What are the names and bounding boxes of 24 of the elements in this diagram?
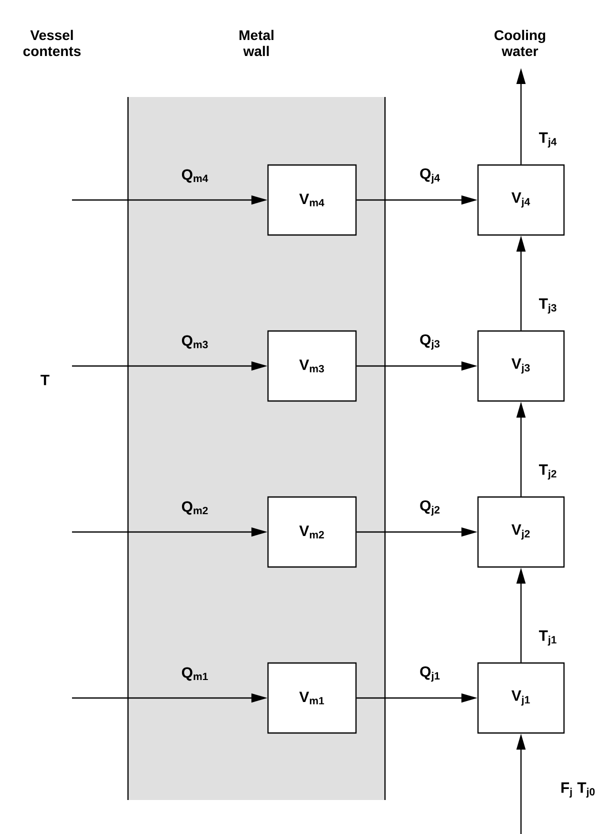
heading: Cooling water [494,30,546,56]
edge-label: Q$_{m2}$ [182,501,208,515]
volume-box: V$_{j3}$ [477,330,565,402]
volume-box: V$_{m4}$ [267,164,357,236]
heading: Vessel contents [23,30,81,56]
volume-box: V$_{j2}$ [477,496,565,568]
edge-label: Q$_{j2}$ [420,500,440,516]
volume-box: V$_{j1}$ [477,662,565,734]
edge-label: Q$_{m1}$ [182,667,208,681]
edge-label: Q$_{m3}$ [182,335,208,349]
edge-label: T$_{j3}$ [538,298,556,314]
edge-label: Q$_{m4}$ [182,169,208,183]
edge-label: Q$_{j3}$ [420,334,440,350]
edge-label: T$_{j1}$ [538,630,556,646]
temperature-label: T [40,374,50,386]
edge-label: Q$_{j4}$ [420,168,440,184]
volume-box: V$_{j4}$ [477,164,565,236]
volume-box: V$_{m2}$ [267,496,357,568]
volume-box: V$_{m1}$ [267,662,357,734]
edge-label: T$_{j4}$ [538,132,557,148]
edge-label: F$_{j}$ T$_{j0}$ [561,782,595,798]
volume-box: V$_{m3}$ [267,330,357,402]
edge-label: T$_{j2}$ [538,464,556,480]
edge-label: Q$_{j1}$ [420,666,440,682]
